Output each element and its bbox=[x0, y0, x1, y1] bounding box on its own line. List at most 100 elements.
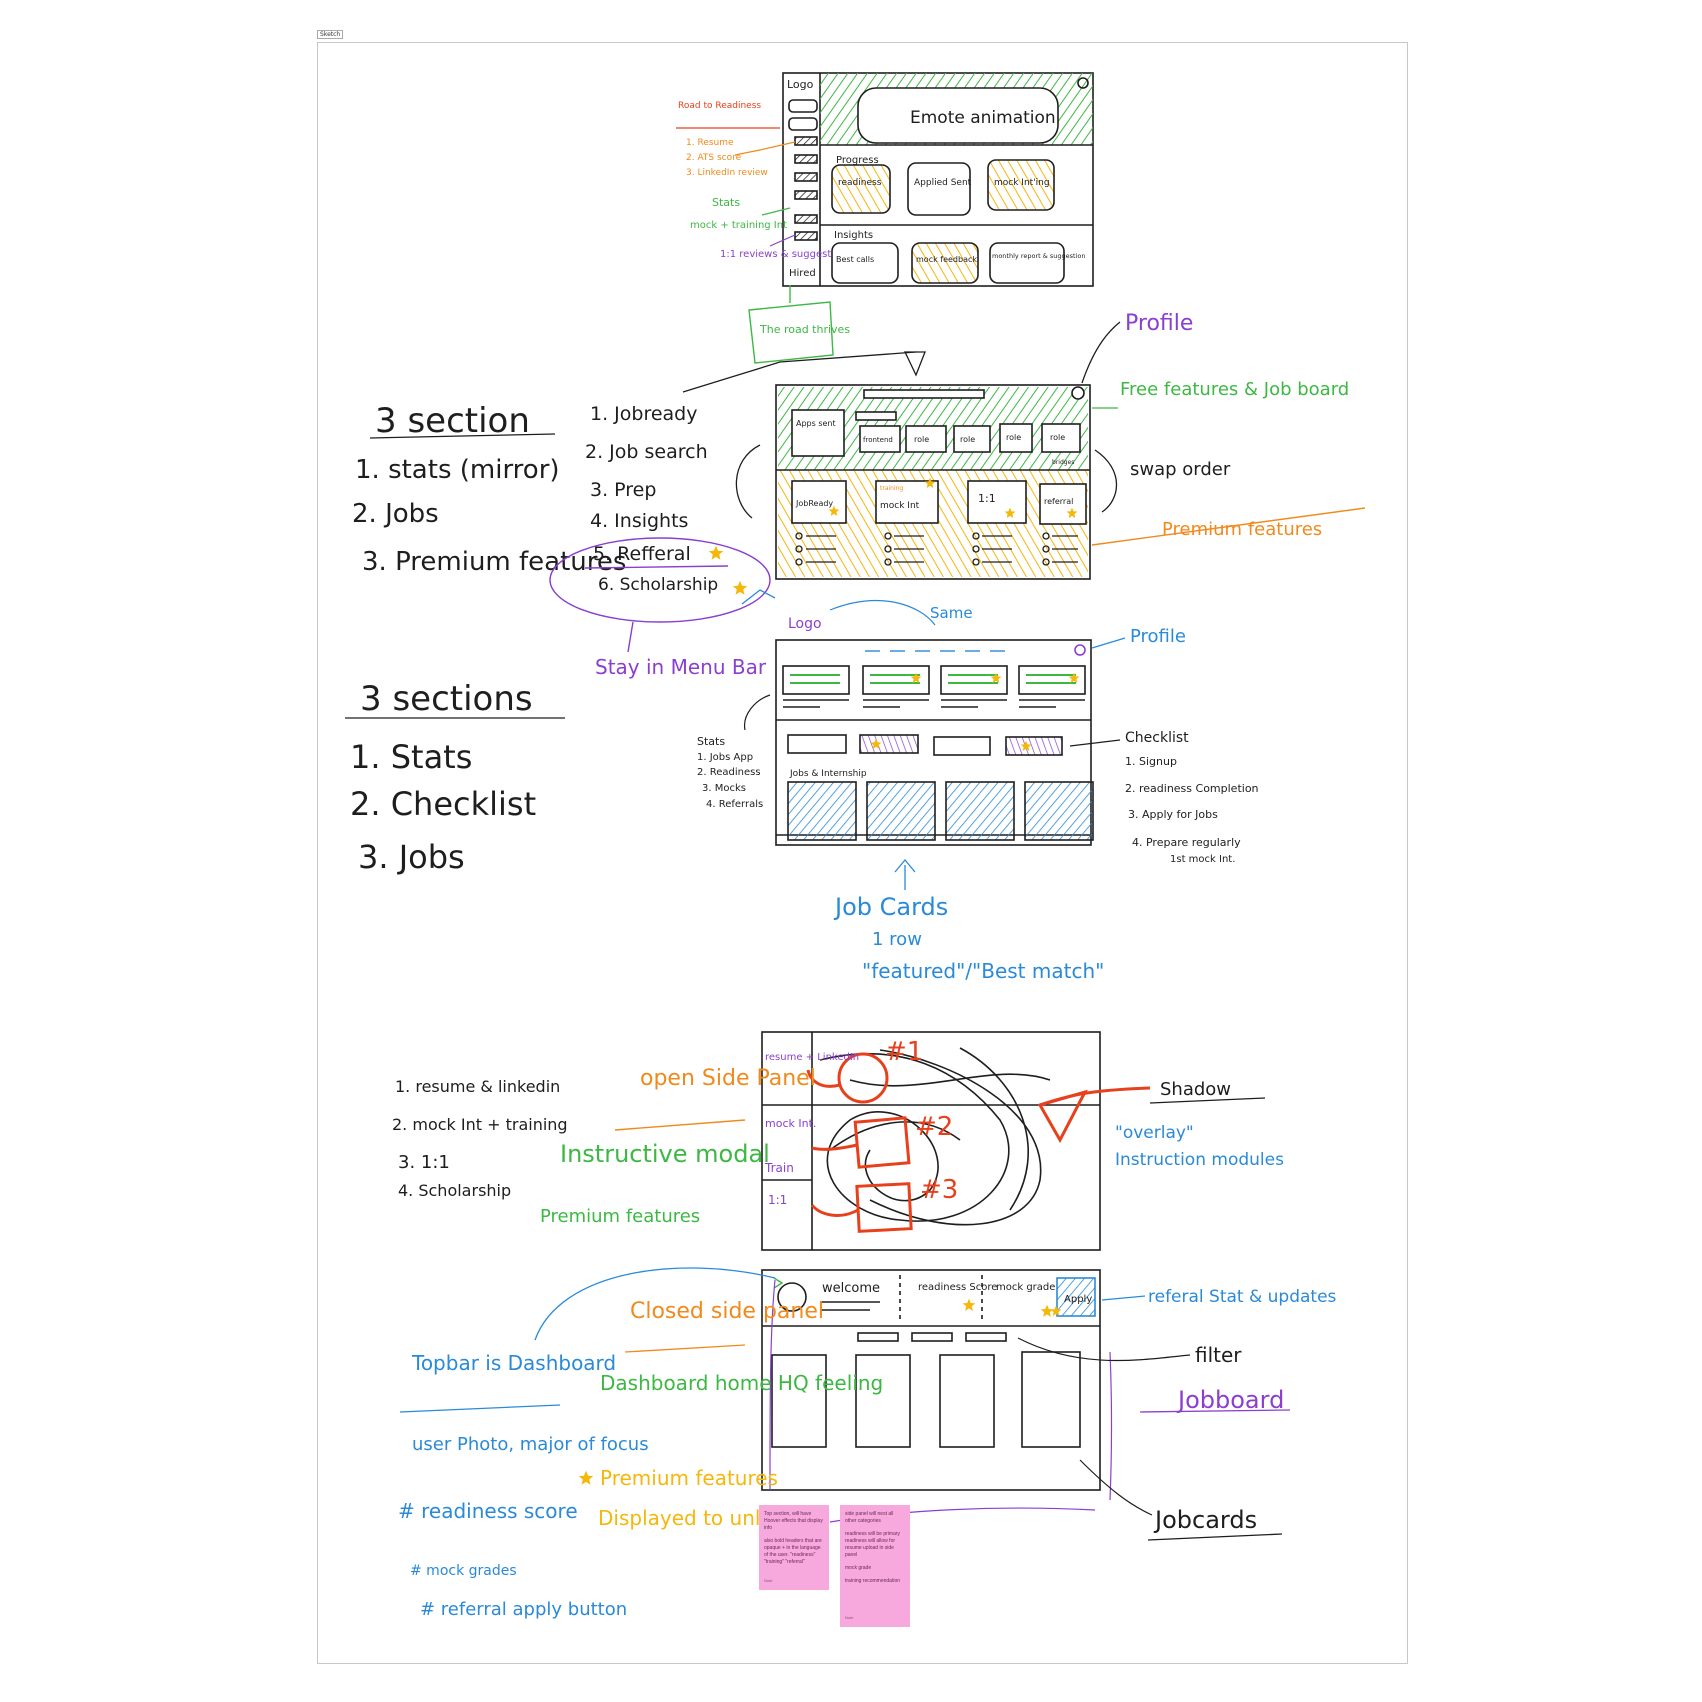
star-icon bbox=[732, 580, 748, 595]
wire5-readiness: readiness Score bbox=[918, 1282, 997, 1293]
wire3-logo: Logo bbox=[788, 616, 822, 632]
wire4-overlay: "overlay" bbox=[1115, 1123, 1194, 1143]
wire1-monthly: monthly report & suggestion bbox=[992, 252, 1085, 260]
note-2-para-2: readiness will be primary readiness will… bbox=[845, 1531, 901, 1558]
wire3-stats-3: 3. Mocks bbox=[702, 783, 746, 794]
wire3-left-item-3: 3. Jobs bbox=[358, 838, 465, 876]
wire1-readiness: readiness bbox=[838, 178, 882, 188]
wire2-list-lines bbox=[795, 532, 1078, 566]
monthly-card bbox=[989, 242, 1065, 284]
wire2-free-features: Free features & Job board bbox=[1120, 379, 1349, 400]
wire3-stats-4: 4. Referrals bbox=[706, 799, 763, 810]
wire2-menu-item-6: 6. Scholarship bbox=[598, 575, 718, 595]
wire2-training: training bbox=[880, 485, 903, 492]
wire4-panel-item-1[interactable]: resume + LinkedIn bbox=[765, 1052, 859, 1063]
wire2-frame bbox=[775, 384, 1091, 580]
wire5-jobboard: Jobboard bbox=[1176, 1386, 1284, 1414]
menu-icon bbox=[794, 154, 818, 164]
wire1-mockfb: mock feedback bbox=[916, 255, 977, 264]
wire2-stay-menu: Stay in Menu Bar bbox=[595, 655, 767, 679]
wire5-frame bbox=[761, 1269, 1101, 1491]
user-photo bbox=[777, 1282, 807, 1312]
wire4-shadow: Shadow bbox=[1160, 1079, 1231, 1100]
profile-icon bbox=[1077, 77, 1089, 89]
sticky-note-1[interactable]: Top section, will have Hoover effects th… bbox=[759, 1505, 829, 1590]
wire2-mock-int: mock Int bbox=[880, 501, 920, 511]
wire4-list-3: 3. 1:1 bbox=[398, 1152, 450, 1173]
wire2-frontend: frontend bbox=[863, 436, 893, 444]
arrow-head bbox=[903, 351, 926, 377]
best-calls-card bbox=[831, 242, 899, 284]
wire2-menu-item-3: 3. Prep bbox=[590, 479, 656, 501]
applied-card bbox=[907, 162, 971, 216]
wire4-premium: Premium features bbox=[540, 1206, 700, 1227]
wire4-list-4: 4. Scholarship bbox=[398, 1181, 511, 1200]
readiness-card bbox=[831, 164, 891, 214]
wire5-closed-panel: Closed side panel bbox=[630, 1299, 824, 1324]
wire3-left-item-1: 1. Stats bbox=[350, 738, 472, 776]
wire2-left-item-2: 2. Jobs bbox=[352, 499, 439, 529]
wire1-applied: Applied Sent bbox=[914, 178, 972, 188]
note-2-para-4: training recommendation bbox=[845, 1578, 901, 1584]
wire2-profile: Profile bbox=[1125, 311, 1193, 336]
wire1-logo: Logo bbox=[787, 78, 814, 91]
wire3-checklist: Checklist bbox=[1125, 730, 1189, 746]
wire5-welcome: welcome bbox=[822, 1281, 880, 1296]
wire3-checklist-1: 1. Signup bbox=[1125, 755, 1177, 768]
menu-icon bbox=[794, 136, 818, 146]
wire1-insights: Insights bbox=[834, 230, 873, 241]
wire1-mock-int: mock + training Int bbox=[690, 220, 787, 231]
note-1-para-1: Top section, will have Hoover effects th… bbox=[764, 1511, 823, 1531]
apply-button[interactable]: Apply bbox=[1064, 1294, 1092, 1305]
note-1-para-2: also bold headers that are opaque + in t… bbox=[764, 1538, 822, 1565]
menu-icon bbox=[794, 231, 818, 241]
wire2-menu-item-4: 4. Insights bbox=[590, 510, 688, 532]
wire3-checklist-2: 2. readiness Completion bbox=[1125, 782, 1259, 795]
menu-icon bbox=[794, 172, 818, 182]
mock-card bbox=[987, 159, 1055, 211]
wire1-emote-label: Emote animation bbox=[910, 108, 1056, 128]
job-card bbox=[1021, 1351, 1081, 1448]
job-card bbox=[939, 1354, 995, 1448]
wire2-left-item-3: 3. Premium features bbox=[362, 547, 626, 577]
wire5-topbar: Topbar is Dashboard bbox=[411, 1351, 616, 1375]
wire5-referral-stat: referal Stat & updates bbox=[1148, 1287, 1337, 1307]
road-item-3: 3. LinkedIn review bbox=[686, 168, 768, 178]
wire5-readiness-score: # readiness score bbox=[398, 1499, 578, 1523]
wire5-dash: Dashboard home HQ feeling bbox=[600, 1371, 883, 1395]
wire3-featured: "featured"/"Best match" bbox=[862, 959, 1104, 983]
wireframe-4 bbox=[761, 1031, 1101, 1251]
wire1-best: Best calls bbox=[836, 255, 874, 264]
wireframe-2 bbox=[775, 384, 1091, 580]
menu-icon bbox=[788, 99, 818, 113]
wire4-list-2: 2. mock Int + training bbox=[392, 1115, 568, 1134]
wire2-menu-item-1: 1. Jobready bbox=[590, 403, 698, 425]
wire5-premium: Premium features bbox=[600, 1466, 778, 1490]
wire4-panel-item-2[interactable]: mock Int. bbox=[765, 1117, 816, 1130]
wire2-role-1: role bbox=[914, 435, 929, 444]
canvas-tab[interactable]: Sketch bbox=[317, 30, 344, 39]
wire4-panel-item-4[interactable]: 1:1 bbox=[768, 1193, 787, 1207]
wire3-stats-label: Stats bbox=[697, 735, 725, 748]
canvas-frame bbox=[317, 42, 1408, 1664]
wire3-jobs-label: Jobs & Internship bbox=[789, 769, 867, 779]
wire3-frame bbox=[775, 639, 1092, 846]
wire3-left-title: 3 sections bbox=[360, 679, 533, 719]
road-thrives: The road thrives bbox=[759, 323, 850, 336]
wire2-menu-item-5: 5. Refferal bbox=[593, 543, 691, 565]
sticky-note-2[interactable]: side panel will nest all other categorie… bbox=[840, 1505, 910, 1627]
wire4-panel-item-3[interactable]: Train bbox=[764, 1161, 794, 1175]
wire2-premium: Premium features bbox=[1162, 519, 1322, 540]
wire3-stats-1: 1. Jobs App bbox=[697, 752, 753, 763]
menu-icon bbox=[794, 214, 818, 224]
wire3-same: Same bbox=[930, 604, 973, 622]
wire3-one-row: 1 row bbox=[872, 929, 922, 950]
wire1-emote-box bbox=[857, 87, 1059, 144]
star-icon bbox=[708, 545, 724, 560]
road-title: Road to Readiness bbox=[678, 101, 761, 111]
wire2-left-item-1: 1. stats (mirror) bbox=[355, 455, 560, 485]
wire2-referral: referral bbox=[1044, 497, 1073, 506]
wire1-hired: Hired bbox=[789, 268, 816, 279]
note-2-para-3: mock grade bbox=[845, 1565, 872, 1571]
